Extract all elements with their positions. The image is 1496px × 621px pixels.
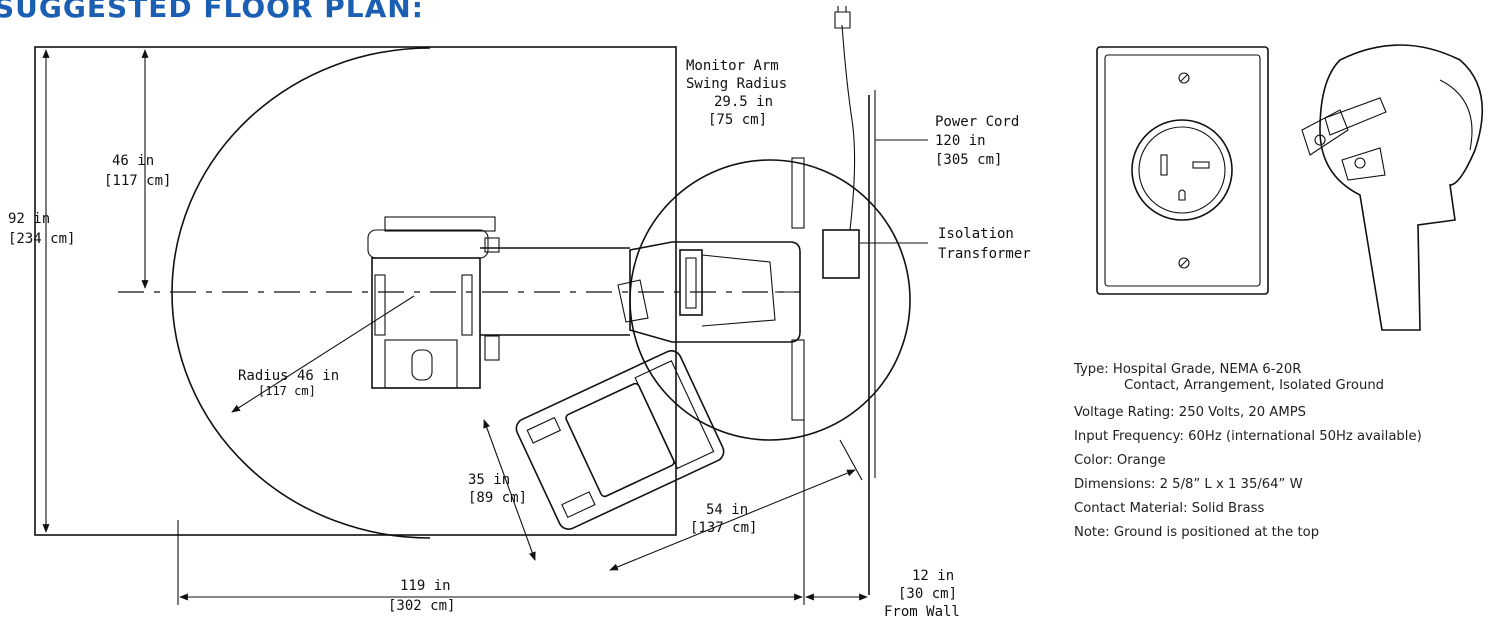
dim-46-in: 46 in	[112, 153, 154, 169]
monitor-swing-circle	[629, 159, 911, 441]
spec-list: Type: Hospital Grade, NEMA 6-20R Contact…	[1074, 362, 1422, 549]
radius-cm: [117 cm]	[258, 384, 316, 398]
dim-46-cm: [117 cm]	[104, 173, 171, 189]
dim-12-note: From Wall	[884, 604, 960, 620]
dim-119-in: 119 in	[400, 578, 451, 594]
spec-material: Contact Material: Solid Brass	[1074, 501, 1265, 516]
monitor-cm: [75 cm]	[708, 112, 767, 128]
power-cord	[841, 24, 856, 231]
cord-label: Power Cord	[935, 114, 1019, 130]
transformer-label-2: Transformer	[938, 246, 1031, 262]
dim-54-cm: [137 cm]	[690, 520, 757, 536]
cord-cm: [305 cm]	[935, 152, 1002, 168]
dim-54-line	[609, 469, 856, 571]
radius-in: Radius 46 in	[238, 368, 339, 384]
spec-voltage: Voltage Rating: 250 Volts, 20 AMPS	[1074, 405, 1307, 420]
dim-12-cm: [30 cm]	[898, 586, 957, 602]
transformer-label-1: Isolation	[938, 226, 1014, 242]
monitor-label-1: Monitor Arm	[686, 58, 779, 74]
isolation-transformer	[822, 229, 860, 279]
dim-35-line	[483, 419, 536, 561]
monitor-in: 29.5 in	[714, 94, 773, 110]
spec-type-line1: Type: Hospital Grade, NEMA 6-20R	[1074, 362, 1302, 377]
dim-92-cm: [234 cm]	[8, 231, 75, 247]
dim-92-in: 92 in	[8, 211, 50, 227]
spec-type: Type: Hospital Grade, NEMA 6-20R Contact…	[1074, 362, 1422, 405]
dim-54-in: 54 in	[706, 502, 748, 518]
page-title: SUGGESTED FLOOR PLAN:	[0, 0, 424, 24]
chair-unit	[515, 350, 725, 530]
room-outline	[34, 46, 677, 536]
spec-dimensions: Dimensions: 2 5/8” L x 1 35/64” W	[1074, 477, 1303, 492]
cord-in: 120 in	[935, 133, 986, 149]
spec-color: Color: Orange	[1074, 453, 1166, 468]
dim-12-in: 12 in	[912, 568, 954, 584]
radius-leader	[231, 295, 415, 413]
plug	[1301, 44, 1484, 331]
spec-frequency: Input Frequency: 60Hz (international 50H…	[1074, 429, 1422, 444]
wall-outlet	[1096, 46, 1269, 295]
console-unit	[617, 157, 805, 421]
spec-type-line2: Contact, Arrangement, Isolated Ground	[1124, 378, 1385, 393]
dim-35-in: 35 in	[468, 472, 510, 488]
radius-arc	[171, 47, 431, 539]
spec-note: Note: Ground is positioned at the top	[1074, 525, 1320, 540]
dim-35-cm: [89 cm]	[468, 490, 527, 506]
monitor-label-2: Swing Radius	[686, 76, 787, 92]
table-unit	[367, 216, 630, 389]
dim-119-cm: [302 cm]	[388, 598, 455, 614]
